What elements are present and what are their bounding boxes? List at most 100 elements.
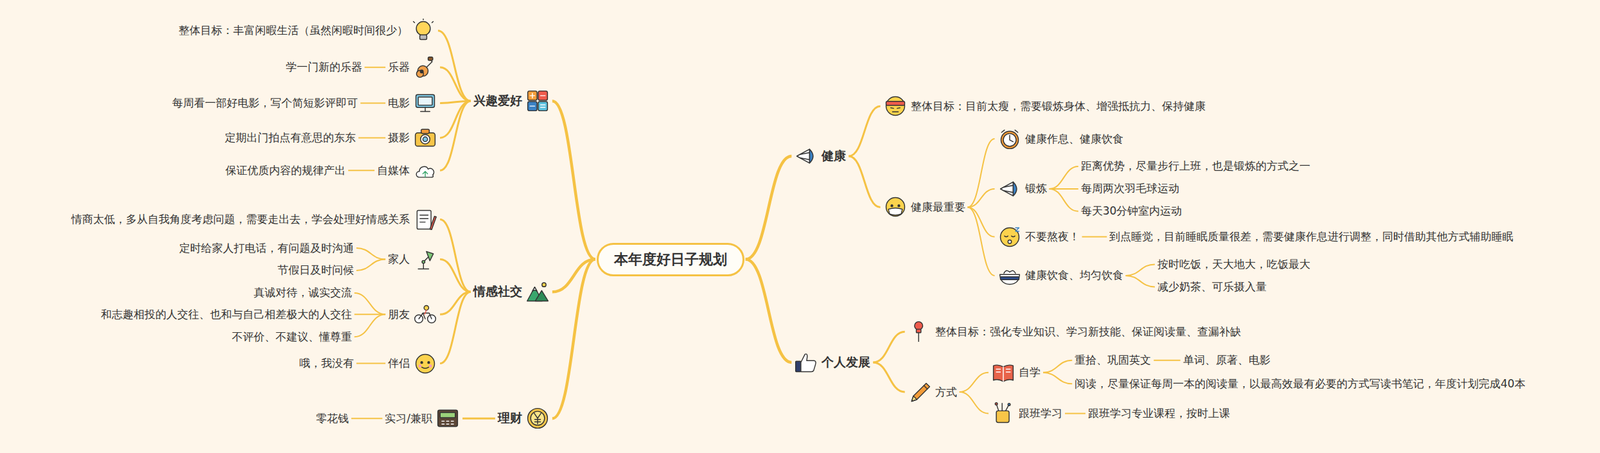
sub-topic: 按时吃饭，天大地大，吃饭最大: [1156, 255, 1312, 273]
icon-part: [797, 149, 810, 164]
icon-shape: [438, 410, 458, 427]
topic-text: 到点睡觉，目前睡眠质量很差，需要健康作息进行调整，同时借助其他方式辅助睡眠: [1109, 229, 1514, 245]
topic-text: 定期出门拍点有意思的东东: [224, 130, 356, 146]
icon-part: [418, 255, 430, 269]
sub-topic: 不要熬夜！: [996, 223, 1082, 251]
icon-shape: [993, 364, 1014, 381]
sub-topic: 真诚对待，诚实交流: [252, 283, 354, 302]
sub-topic: 跟班学习专业课程，按时上课: [1086, 404, 1232, 422]
icon-part: [923, 385, 927, 389]
icon-part: [421, 366, 430, 369]
sub-topic: 锻炼: [996, 175, 1049, 203]
icon-part: [809, 149, 814, 164]
icon-part: [529, 93, 546, 108]
icon-part: [427, 360, 430, 363]
branch-line: [364, 66, 387, 69]
icon-shape: [795, 353, 816, 372]
branch-line: [745, 259, 792, 363]
icon-part: [911, 382, 930, 401]
sub-topic: 朋友: [386, 300, 439, 328]
icon-part: [999, 274, 1020, 284]
sub-topic: 每周看一部好电影，写个简短影评即可: [170, 94, 360, 112]
icon-part: [914, 321, 924, 331]
branch-topic: 理财: [496, 404, 552, 432]
icon-shape: [414, 305, 437, 324]
icon-part: [538, 101, 548, 111]
branch-line: [959, 391, 989, 414]
branch-line: [358, 136, 386, 139]
topic-text: 跟班学习: [1018, 405, 1063, 421]
central-topic: 本年度好日子规划: [596, 242, 745, 277]
icon-part: [527, 408, 548, 429]
icon-part: [420, 360, 423, 363]
topic-text: 实习/兼职: [384, 411, 433, 426]
topic-text: 健康: [821, 147, 846, 165]
topic-text: 不评价、不建议、懂尊重: [231, 329, 352, 345]
icon-shape: [416, 57, 433, 78]
icon-part: [1000, 181, 1013, 196]
topic-text: 家人: [387, 251, 410, 267]
sub-topic: 减少奶茶、可乐摄入量: [1156, 278, 1268, 296]
topic-text: 整体目标：丰富闲暇生活（虽然闲暇时间很少）: [178, 23, 408, 38]
icon-part: [1009, 135, 1013, 142]
icon-part: [428, 57, 433, 61]
icon-part: [413, 18, 434, 23]
topic-text: 电影: [387, 95, 410, 111]
sub-topic: 距离优势，尽量步行上班，也是锻炼的方式之一: [1079, 157, 1312, 175]
icon-part: [996, 366, 1011, 382]
icon-part: [416, 353, 435, 373]
topic-text: 健康最重要: [910, 199, 966, 215]
icon-shape: [527, 282, 549, 302]
sub-topic: 跟班学习: [989, 399, 1064, 427]
sub-topic: 伴侣: [386, 350, 439, 378]
icon-part: [1003, 184, 1013, 193]
icon-part: [421, 129, 430, 134]
icon-part: [795, 360, 801, 372]
topic-text: 情感社交: [473, 283, 523, 300]
topic-text: 整体目标：强化专业知识、学习新技能、保证阅读量、查漏补缺: [935, 324, 1241, 340]
icon-part: [996, 411, 1010, 423]
icon-part: [424, 310, 427, 315]
topic-text: 减少奶茶、可乐摄入量: [1157, 279, 1267, 295]
sub-topic: 健康最重要: [881, 193, 967, 221]
branch-topic: 个人发展: [792, 348, 872, 376]
sub-topic: 整体目标：强化专业知识、学习新技能、保证阅读量、查漏补缺: [906, 317, 1243, 345]
topic-icon: [793, 143, 819, 169]
branch-line: [967, 138, 995, 207]
topic-text: 定时给家人打电话，有问题及时沟通: [179, 240, 354, 256]
topic-text: 乐器: [387, 59, 410, 75]
topic-icon: [907, 319, 932, 344]
branch-line: [351, 417, 383, 419]
icon-part: [422, 137, 428, 142]
sub-topic: 保证优质内容的规律产出: [224, 161, 347, 180]
topic-text: 情商太低，多从自我角度考虑问题，需要走出去，学会处理好情感关系: [71, 211, 410, 227]
branch-line: [967, 206, 995, 237]
topic-text: 零花钱: [316, 411, 349, 426]
sub-topic: 家人: [386, 246, 439, 273]
branch-line: [1043, 360, 1073, 373]
icon-part: [1015, 227, 1019, 231]
icon-part: [439, 412, 456, 418]
branch-line: [438, 30, 471, 102]
icon-shape: [1000, 227, 1019, 247]
branch-line: [439, 259, 471, 293]
icon-part: [420, 134, 430, 144]
icon-part: [420, 70, 424, 74]
icon-shape: [797, 149, 814, 164]
branch-line: [462, 417, 496, 420]
branch-line: [348, 169, 375, 171]
icon-part: [994, 402, 998, 406]
sub-topic: 整体目标：目前太瘦，需要锻炼身体、增强抵抗力、保持健康: [881, 92, 1207, 120]
sub-topic: 摄影: [386, 123, 439, 151]
topic-icon: [997, 263, 1022, 288]
icon-part: [885, 96, 905, 116]
icon-shape: [885, 197, 905, 217]
sub-topic: 自媒体: [375, 156, 439, 184]
topic-text: 每周看一部好电影，写个简短影评即可: [172, 95, 358, 111]
branch-line: [354, 292, 386, 315]
icon-part: [915, 329, 921, 333]
branch-topic: 健康: [792, 142, 848, 170]
icon-part: [429, 215, 437, 230]
icon-part: [897, 204, 900, 207]
icon-part: [533, 413, 541, 424]
